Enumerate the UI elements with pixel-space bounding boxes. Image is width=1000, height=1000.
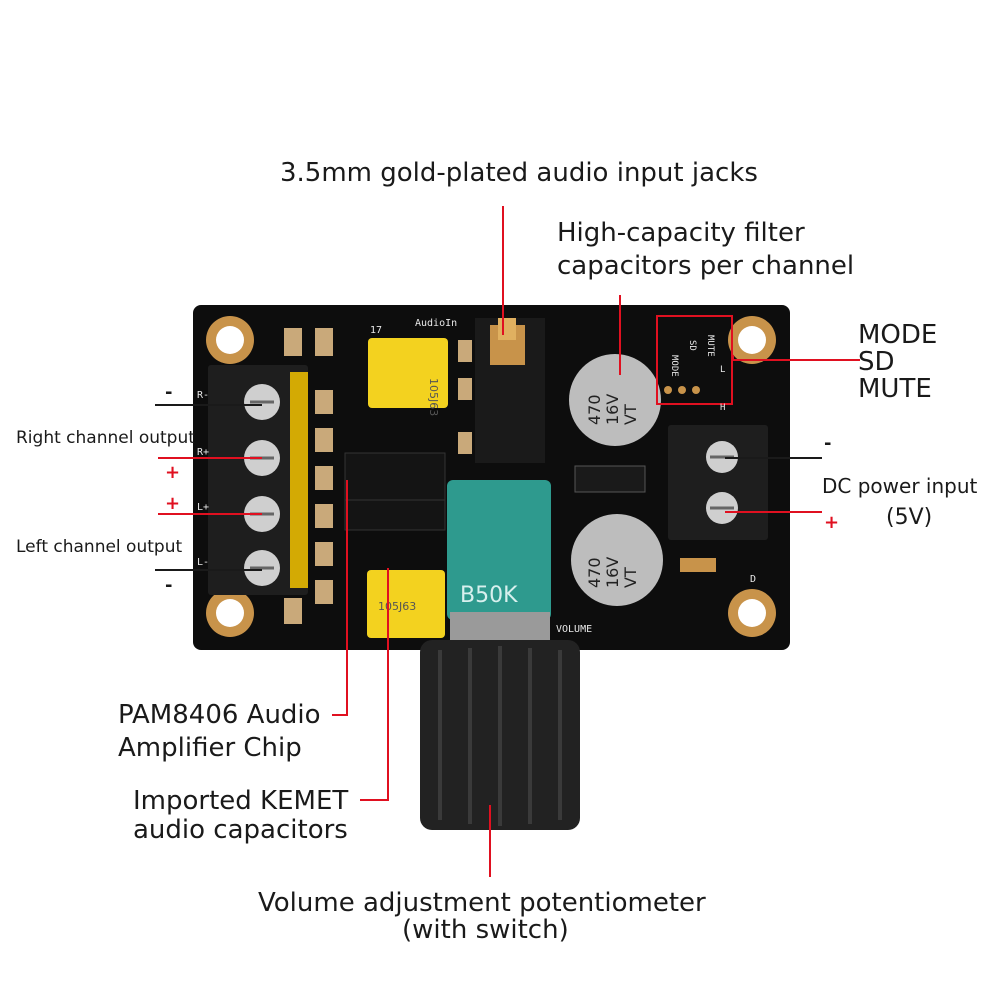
- silk-volume: VOLUME: [556, 624, 592, 635]
- svg-text:MUTE: MUTE: [705, 335, 715, 357]
- dc-plus-sign: +: [824, 512, 840, 533]
- silk-c17: 17: [370, 325, 382, 336]
- callout-lines-black: [155, 404, 822, 571]
- svg-text:470: 470: [585, 557, 604, 588]
- output-screw-terminal: [208, 365, 308, 595]
- svg-text:MODE: MODE: [669, 355, 679, 377]
- svg-text:16V: 16V: [603, 557, 622, 588]
- silk-audio-in: AudioIn: [415, 318, 457, 329]
- mounting-hole: [728, 589, 776, 637]
- pam8406-chip: [344, 452, 446, 531]
- smd-components: [284, 328, 472, 624]
- mounting-hole: [206, 589, 254, 637]
- cap-code-bottom: 105J63: [378, 600, 416, 613]
- silk-d: D: [750, 574, 756, 585]
- pot-callout-line1: Volume adjustment potentiometer: [258, 888, 706, 918]
- silk-r-minus: R-: [197, 390, 209, 401]
- filter-capacitor-bottom: 470 16V VT: [571, 514, 663, 606]
- svg-text:470: 470: [585, 394, 604, 425]
- dc-minus-sign: -: [824, 433, 832, 454]
- filter-capacitor-top: 470 16V VT: [569, 354, 661, 446]
- pot-value-label: B50K: [460, 583, 518, 608]
- cap-code-top: 105J63: [427, 378, 440, 416]
- led: [680, 558, 716, 572]
- right-minus-sign: -: [165, 382, 173, 403]
- dc-screw-terminal: [668, 425, 768, 540]
- svg-text:SD: SD: [687, 340, 697, 351]
- svg-text:16V: 16V: [603, 394, 622, 425]
- right-output-callout: Right channel output: [16, 428, 195, 448]
- left-minus-sign: -: [165, 575, 173, 596]
- svg-text:L: L: [720, 365, 725, 375]
- svg-text:VT: VT: [621, 404, 640, 425]
- chip-callout-line1: PAM8406 Audio: [118, 700, 321, 730]
- chip-callout-line2: Amplifier Chip: [118, 733, 302, 763]
- kemet-callout-line2: audio capacitors: [133, 815, 348, 845]
- silk-l-minus: L-: [197, 557, 209, 568]
- potentiometer: B50K: [447, 480, 551, 642]
- left-plus-sign: +: [165, 493, 181, 514]
- left-output-callout: Left channel output: [16, 537, 183, 557]
- mode-callout: MODE: [858, 320, 938, 350]
- svg-text:VT: VT: [621, 567, 640, 588]
- audio-jack-callout: 3.5mm gold-plated audio input jacks: [280, 158, 758, 188]
- filter-caps-callout-line1: High-capacity filter: [557, 218, 805, 248]
- filter-caps-callout-line2: capacitors per channel: [557, 251, 855, 281]
- callout-lines: [158, 206, 860, 877]
- mounting-hole: [728, 316, 776, 364]
- sd-callout: SD: [858, 347, 895, 377]
- kemet-callout-line1: Imported KEMET: [133, 786, 349, 816]
- volume-knob: [420, 640, 580, 830]
- silk-r-plus: R+: [197, 447, 209, 458]
- pot-callout-line2: (with switch): [402, 915, 569, 945]
- diode: [574, 465, 646, 493]
- silk-l-plus: L+: [197, 502, 209, 513]
- svg-text:H: H: [720, 403, 725, 413]
- kemet-capacitor-top: 105J63: [368, 338, 448, 416]
- mute-callout: MUTE: [858, 374, 932, 404]
- dc-voltage-callout: (5V): [886, 505, 933, 530]
- mode-header: MODE SD MUTE L H: [656, 315, 733, 413]
- mounting-hole: [206, 316, 254, 364]
- dc-input-callout: DC power input: [822, 474, 978, 498]
- right-plus-sign: +: [165, 462, 181, 483]
- audio-jack: [475, 318, 545, 463]
- kemet-capacitor-bottom: 105J63: [367, 570, 445, 638]
